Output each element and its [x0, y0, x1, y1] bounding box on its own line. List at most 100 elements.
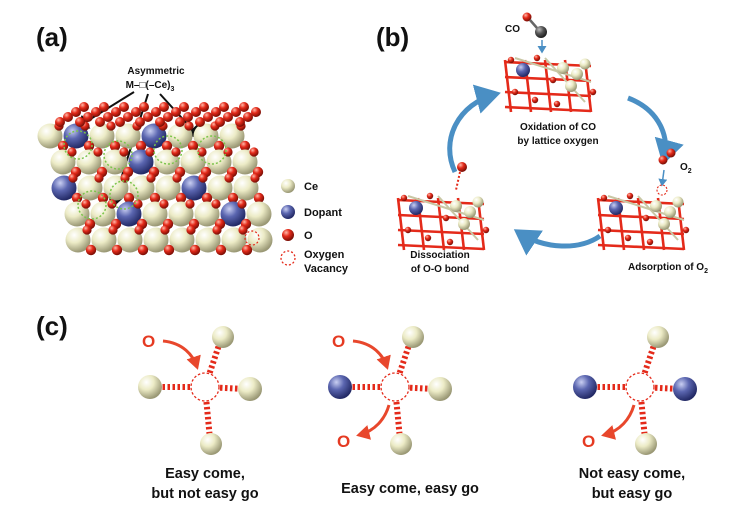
o-atom	[199, 102, 209, 112]
o-atom	[120, 173, 130, 183]
o-atom	[235, 117, 245, 127]
motif-caption-2: but not easy go	[151, 486, 258, 502]
ce-atom	[390, 433, 412, 455]
o-atom	[482, 226, 490, 234]
ce-atom	[402, 326, 424, 348]
ce-atom	[635, 433, 657, 455]
ce-atom	[233, 175, 259, 201]
o-atom	[131, 107, 141, 117]
ce-atom	[89, 123, 115, 149]
legend-o-swatch	[282, 229, 294, 241]
legend-dopant-swatch	[281, 205, 295, 219]
ce-atom	[672, 196, 684, 208]
ce-atom	[221, 227, 247, 253]
dopant-atom	[141, 123, 167, 149]
o-atom	[135, 117, 145, 127]
ce-atom	[138, 375, 162, 399]
o-atom	[82, 225, 92, 235]
o-atom	[135, 140, 147, 152]
o-atom	[589, 88, 597, 96]
ce-atom	[65, 227, 91, 253]
o-atom	[507, 56, 515, 64]
m-o-bond	[637, 386, 648, 440]
o-atom	[239, 140, 251, 152]
ce-atom	[428, 377, 452, 401]
ce-atom	[458, 218, 470, 230]
o-atom	[227, 192, 239, 204]
o-atom	[626, 192, 634, 200]
o-atom	[553, 100, 561, 108]
bond	[503, 59, 513, 113]
ce-atom	[167, 123, 193, 149]
o-atom	[93, 147, 103, 157]
o-atom	[71, 107, 81, 117]
co-carbon-atom	[535, 26, 547, 38]
left-caption-1: Dissociation	[410, 250, 469, 261]
o-atom	[103, 112, 113, 122]
motif-caption-2: but easy go	[592, 486, 673, 502]
o-atom	[115, 117, 125, 127]
o-atom	[123, 112, 133, 122]
bond	[504, 90, 592, 98]
o-atom	[123, 192, 135, 204]
ce-atom	[664, 206, 676, 218]
o-atom	[241, 244, 253, 256]
annotation-arrow	[159, 93, 202, 140]
panel-b: (b) CO Oxidation of CO by lattice oxygen…	[376, 12, 708, 275]
o-atom	[160, 225, 170, 235]
o-atom	[219, 102, 229, 112]
bond	[396, 197, 406, 251]
o-atom	[175, 192, 187, 204]
o-atom	[223, 112, 233, 122]
o-atom	[426, 192, 434, 200]
o-atom	[107, 199, 117, 209]
asymmetric-site-marker	[77, 190, 107, 220]
dopant-atom	[328, 375, 352, 399]
ce-atom	[565, 80, 577, 92]
motif-caption-1: Easy come, easy go	[341, 481, 479, 497]
o-atom	[163, 244, 175, 256]
legend-ce-label: Ce	[304, 181, 318, 193]
o-atom	[163, 112, 173, 122]
co-label: CO	[505, 24, 520, 35]
ce-atom	[571, 68, 583, 80]
o2-approach-arrow	[658, 169, 668, 187]
o-atom	[149, 192, 161, 204]
asymmetric-site-marker	[63, 130, 93, 160]
ce-atom	[142, 201, 168, 227]
o-atom	[155, 117, 165, 127]
o-atom	[171, 107, 181, 117]
o-atom	[624, 234, 632, 242]
ce-atom	[464, 206, 476, 218]
adsorbed-o-atom	[457, 162, 467, 172]
ce-atom	[450, 200, 462, 212]
ce-atom	[232, 149, 258, 175]
o-atom	[249, 147, 259, 157]
asymmetric-site-marker	[197, 135, 227, 165]
o-atom	[682, 226, 690, 234]
dopant-atom	[673, 377, 697, 401]
o-atom	[91, 107, 101, 117]
dopant-atom	[609, 201, 623, 215]
bond	[597, 213, 685, 221]
o-atom	[111, 244, 123, 256]
o-atom	[189, 244, 201, 256]
ce-atom	[247, 227, 273, 253]
dopant-atom	[409, 201, 423, 215]
o-atom	[79, 102, 89, 112]
ce-atom	[557, 62, 569, 74]
ce-atom	[219, 123, 245, 149]
legend-dopant-label: Dopant	[304, 207, 342, 219]
bond	[504, 105, 592, 113]
o2-label: O2	[680, 162, 692, 175]
bond	[397, 243, 485, 251]
o-atom	[119, 147, 129, 157]
o-atom	[67, 147, 77, 157]
o-atom	[533, 54, 541, 62]
right-caption: Adsorption of O2	[628, 262, 708, 275]
vacancy-site	[380, 372, 410, 402]
cluster-co-oxidation	[503, 54, 597, 113]
legend-o-label: O	[304, 230, 313, 242]
o-atom	[642, 214, 650, 222]
